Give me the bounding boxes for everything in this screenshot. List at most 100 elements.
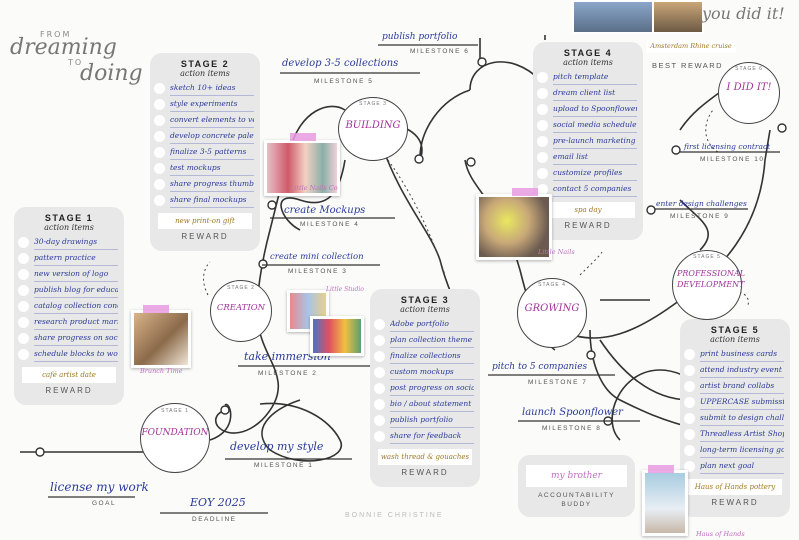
stage-1-bubble: STAGE 1 FOUNDATION: [140, 403, 210, 473]
goal-label: GOAL: [92, 500, 117, 507]
item-checkbox[interactable]: [537, 104, 548, 115]
action-item-text: pitch template: [553, 70, 637, 85]
item-checkbox[interactable]: [537, 88, 548, 99]
milestone-7-label: MILESTONE 7: [528, 379, 588, 386]
milestone-9-text: enter design challenges: [656, 199, 747, 208]
item-checkbox[interactable]: [18, 301, 29, 312]
item-checkbox[interactable]: [154, 147, 165, 158]
item-checkbox[interactable]: [684, 381, 695, 392]
action-item-text: share progress on socials: [34, 331, 118, 346]
item-checkbox[interactable]: [537, 72, 548, 83]
item-checkbox[interactable]: [154, 195, 165, 206]
photo-tape: [290, 133, 316, 141]
deadline-label: DEADLINE: [192, 516, 237, 523]
action-item: plan next goal: [684, 459, 784, 475]
photo-tape: [512, 188, 538, 196]
item-checkbox[interactable]: [154, 83, 165, 94]
action-item: Adobe portfolio: [374, 317, 474, 333]
item-checkbox[interactable]: [18, 349, 29, 360]
item-checkbox[interactable]: [374, 367, 385, 378]
action-item: new version of logo: [18, 267, 118, 283]
item-checkbox[interactable]: [684, 413, 695, 424]
action-item-text: style experiments: [170, 97, 254, 112]
item-checkbox[interactable]: [537, 184, 548, 195]
item-checkbox[interactable]: [374, 335, 385, 346]
reward-label: REWARD: [401, 468, 449, 477]
item-checkbox[interactable]: [374, 351, 385, 362]
action-item: share progress on socials: [18, 331, 118, 347]
item-checkbox[interactable]: [18, 285, 29, 296]
item-checkbox[interactable]: [18, 317, 29, 328]
brunch-caption: Brunch Time: [140, 367, 183, 375]
item-checkbox[interactable]: [154, 99, 165, 110]
action-item: artist brand collabs: [684, 379, 784, 395]
item-checkbox[interactable]: [684, 397, 695, 408]
stage-header: STAGE 3: [400, 295, 450, 305]
action-item-text: bio / about statement: [390, 397, 474, 412]
item-checkbox[interactable]: [154, 163, 165, 174]
bubble-stage-label: STAGE 5: [693, 254, 721, 260]
action-item-text: contact 5 companies: [553, 182, 637, 197]
item-checkbox[interactable]: [154, 115, 165, 126]
action-item-text: finalize 3-5 patterns: [170, 145, 254, 160]
stage-4-bubble: STAGE 4 GROWING: [517, 278, 587, 348]
action-item-text: post progress on socials: [390, 381, 474, 396]
item-checkbox[interactable]: [684, 365, 695, 376]
best-reward-text: Amsterdam Rhine cruise: [646, 40, 736, 53]
action-item: plan collection theme: [374, 333, 474, 349]
item-checkbox[interactable]: [18, 253, 29, 264]
action-item: develop concrete palette: [154, 129, 254, 145]
action-item-text: catalog collection concepts: [34, 299, 118, 314]
item-checkbox[interactable]: [684, 349, 695, 360]
item-checkbox[interactable]: [18, 269, 29, 280]
action-item-text: share for feedback: [390, 429, 474, 444]
milestone-7-text: pitch to 5 companies: [492, 362, 588, 372]
action-item: research product market for inspiration: [18, 315, 118, 331]
nails-photo: [264, 140, 340, 196]
bubble-name: I DID IT!: [726, 82, 772, 93]
action-item-text: test mockups: [170, 161, 254, 176]
item-checkbox[interactable]: [684, 429, 695, 440]
best-reward-label: BEST REWARD: [652, 61, 724, 70]
action-item-text: custom mockups: [390, 365, 474, 380]
bubble-stage-label: STAGE 6: [735, 66, 763, 72]
item-checkbox[interactable]: [537, 168, 548, 179]
item-checkbox[interactable]: [374, 399, 385, 410]
item-checkbox[interactable]: [537, 152, 548, 163]
action-item-text: plan collection theme: [390, 333, 474, 348]
item-checkbox[interactable]: [684, 445, 695, 456]
item-checkbox[interactable]: [18, 237, 29, 248]
item-checkbox[interactable]: [154, 179, 165, 190]
action-item: finalize 3-5 patterns: [154, 145, 254, 161]
action-item: pattern practice: [18, 251, 118, 267]
pottery-caption: Haus of Hands: [696, 530, 745, 538]
item-checkbox[interactable]: [537, 136, 548, 147]
milestone-1-text: develop my style: [230, 440, 324, 453]
reward-text: new print-on gift: [158, 213, 252, 229]
action-item-text: long-term licensing goals: [700, 443, 784, 458]
action-item: dream client list: [537, 86, 637, 102]
item-checkbox[interactable]: [684, 461, 695, 472]
action-item: publish blog for education journey: [18, 283, 118, 299]
action-item-text: pre-launch marketing plan: [553, 134, 637, 149]
stage-subheader: action items: [44, 223, 94, 232]
action-item: pitch template: [537, 70, 637, 86]
stage-3-bubble: STAGE 3 BUILDING: [338, 97, 408, 161]
action-item-text: UPPERCASE submission: [700, 395, 784, 410]
item-checkbox[interactable]: [18, 333, 29, 344]
action-item: attend industry event: [684, 363, 784, 379]
item-checkbox[interactable]: [537, 120, 548, 131]
item-checkbox[interactable]: [374, 415, 385, 426]
item-checkbox[interactable]: [374, 319, 385, 330]
action-item-text: research product market for inspiration: [34, 315, 118, 330]
studio-caption: Little Studio: [326, 286, 364, 293]
toes-caption: Little Nails: [538, 248, 575, 256]
item-checkbox[interactable]: [154, 131, 165, 142]
item-checkbox[interactable]: [374, 431, 385, 442]
action-item: upload to Spoonflower: [537, 102, 637, 118]
item-checkbox[interactable]: [374, 383, 385, 394]
bubble-name: BUILDING: [345, 120, 401, 131]
